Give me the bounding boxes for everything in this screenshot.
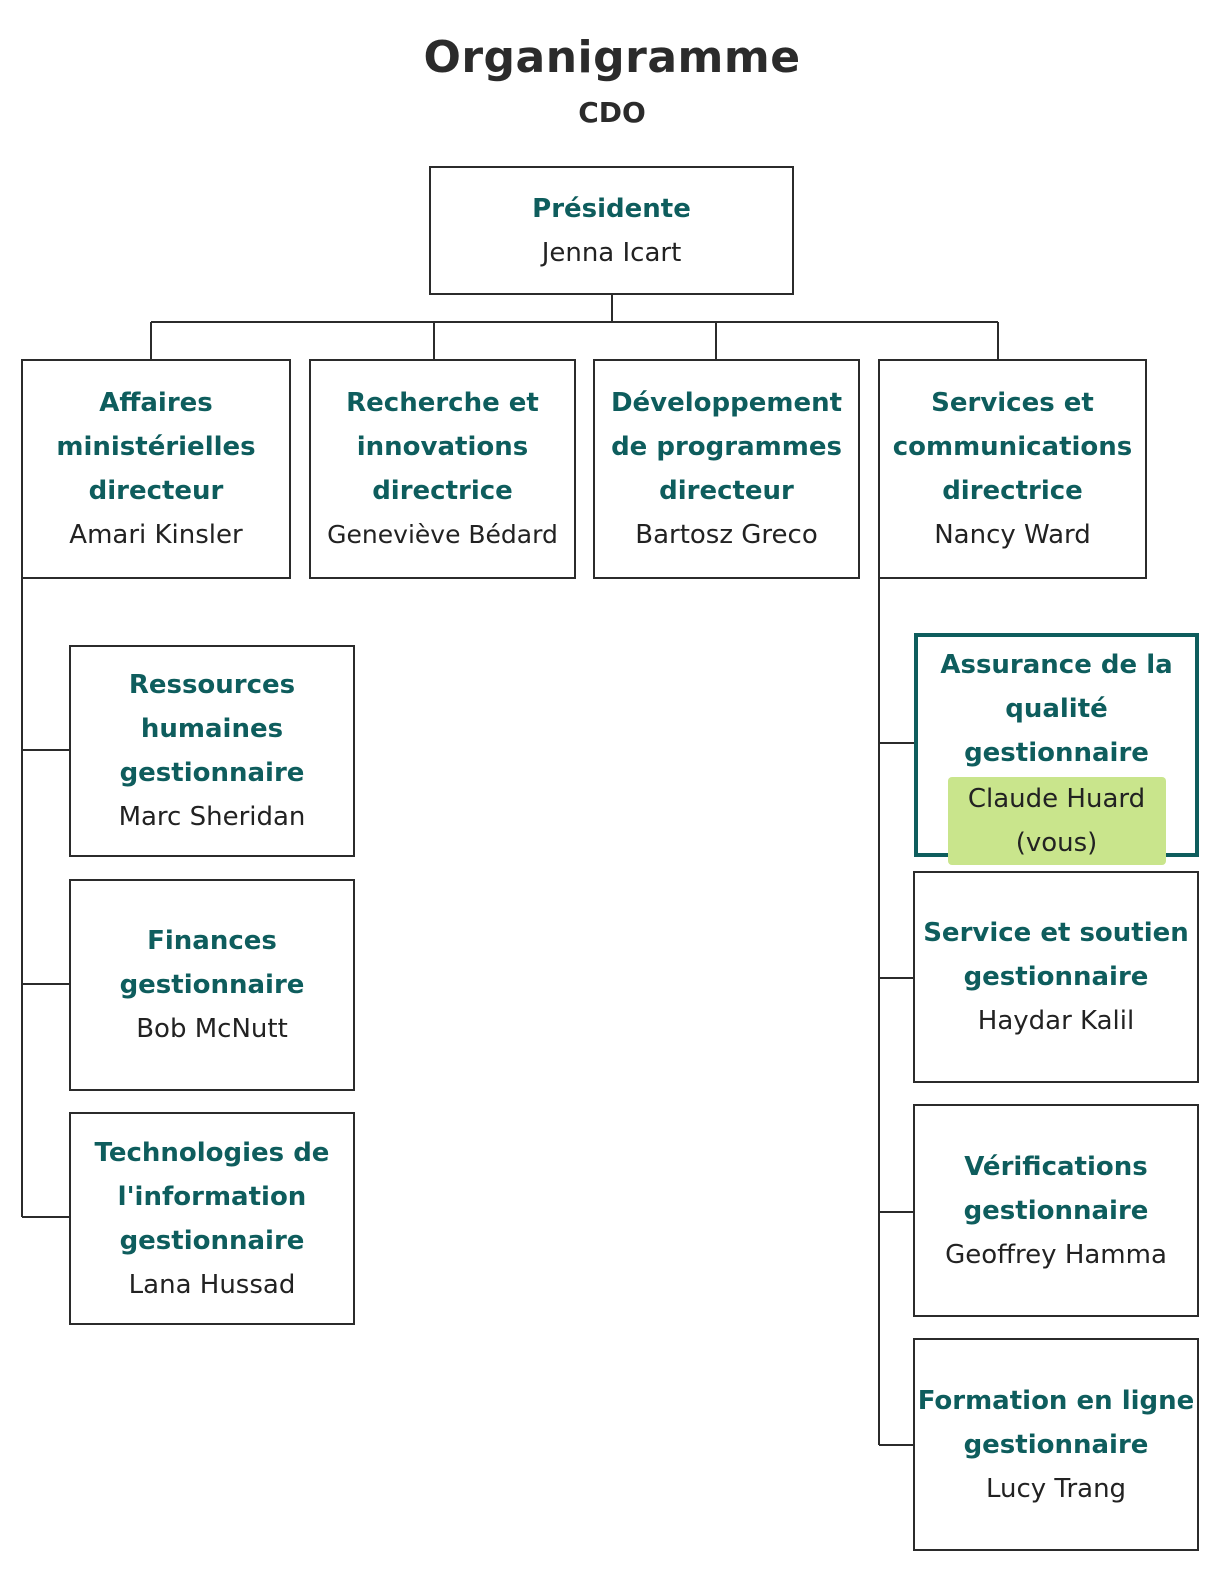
node-person: Geoffrey Hamma <box>945 1239 1167 1270</box>
node-person: Amari Kinsler <box>69 520 243 550</box>
node-services: Services et communications directrice Na… <box>878 359 1147 579</box>
node-role: Service et soutien gestionnaire <box>923 918 1189 992</box>
node-role: Recherche et innovations directrice <box>346 388 539 506</box>
node-person: Nancy Ward <box>934 520 1091 550</box>
node-role: Technologies de l'information gestionnai… <box>94 1137 330 1256</box>
current-user-badge: Claude Huard (vous) <box>947 777 1166 865</box>
node-recherche: Recherche et innovations directrice Gene… <box>309 359 576 579</box>
node-role: Formation en ligne gestionnaire <box>917 1385 1195 1460</box>
node-ti: Technologies de l'information gestionnai… <box>69 1112 355 1325</box>
node-person: Lucy Trang <box>985 1473 1127 1504</box>
page-subtitle: CDO <box>578 96 646 129</box>
node-verifications: Vérifications gestionnaire Geoffrey Hamm… <box>913 1104 1199 1317</box>
node-role: Développement de programmes directeur <box>610 388 843 506</box>
node-person: Geneviève Bédard <box>327 520 558 549</box>
node-role: Finances gestionnaire <box>119 926 305 1000</box>
node-person: Haydar Kalil <box>977 1006 1135 1036</box>
node-person: Marc Sheridan <box>118 802 306 832</box>
node-developpement: Développement de programmes directeur Ba… <box>593 359 860 579</box>
node-finances: Finances gestionnaire Bob McNutt <box>69 879 355 1091</box>
node-person: Bob McNutt <box>136 1014 288 1044</box>
node-president: Présidente Jenna Icart <box>429 166 794 295</box>
node-affaires: Affaires ministérielles directeur Amari … <box>21 359 291 579</box>
node-qualite: Assurance de la qualité gestionnaire Cla… <box>914 633 1199 865</box>
node-role: Ressources humaines gestionnaire <box>119 670 305 788</box>
node-formation: Formation en ligne gestionnaire Lucy Tra… <box>913 1338 1199 1551</box>
node-role: Présidente <box>532 193 691 224</box>
node-rh: Ressources humaines gestionnaire Marc Sh… <box>69 645 355 857</box>
node-person: Bartosz Greco <box>635 520 818 550</box>
node-role: Vérifications gestionnaire <box>963 1151 1149 1226</box>
node-soutien: Service et soutien gestionnaire Haydar K… <box>913 871 1199 1083</box>
node-role: Services et communications directrice <box>892 388 1133 506</box>
node-role: Assurance de la qualité gestionnaire <box>940 650 1173 768</box>
node-person: Jenna Icart <box>541 237 682 268</box>
node-role: Affaires ministérielles directeur <box>56 388 256 506</box>
node-person: Lana Hussad <box>128 1269 296 1300</box>
page-title: Organigramme <box>423 32 801 83</box>
